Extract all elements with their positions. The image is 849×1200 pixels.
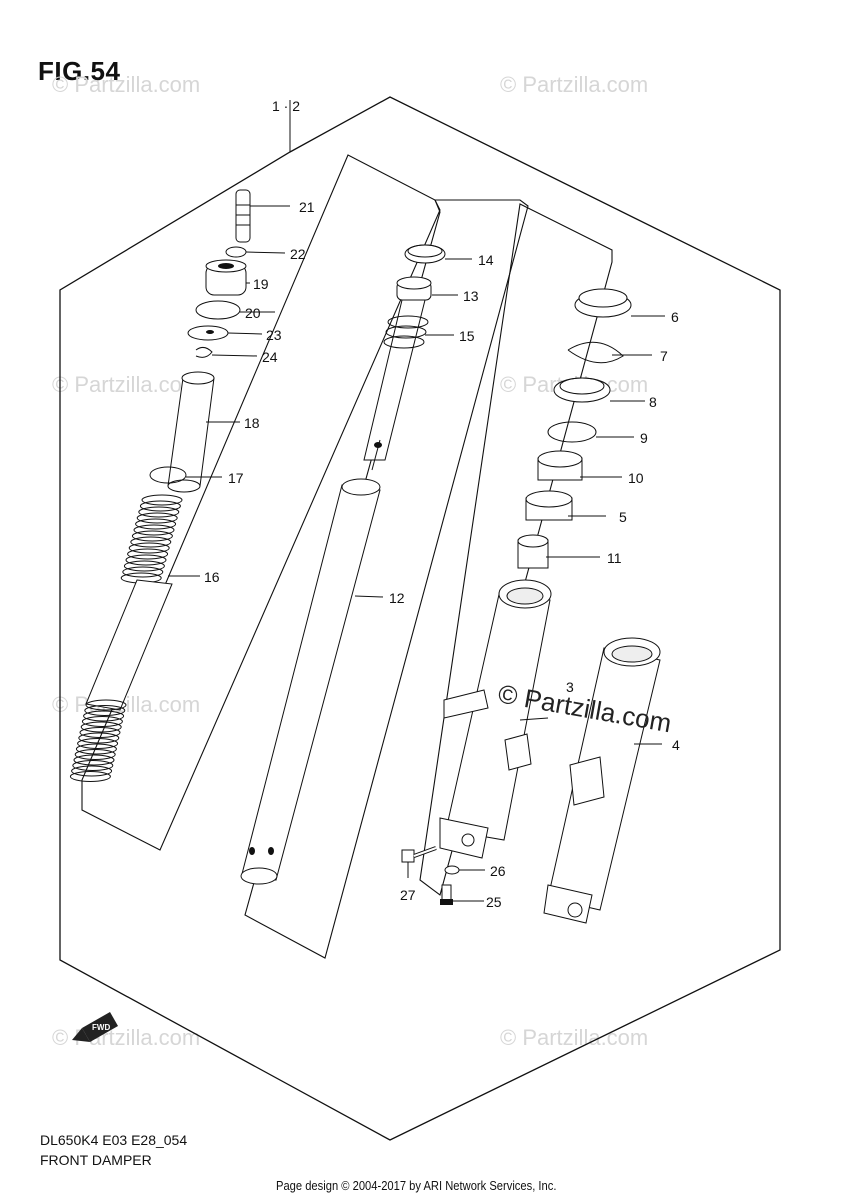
callout-15: 15 [459,328,475,344]
outer-tube-outline [419,203,613,896]
spring-coil [128,542,170,554]
spring-coil [69,771,111,782]
callout-18: 18 [244,415,260,431]
diagram-name: FRONT DAMPER [40,1152,152,1168]
part-19-cap-bolt [205,259,250,296]
copyright-notice: Page design © 2004-2017 by ARI Network S… [276,1178,557,1193]
fwd-direction-badge: FWD [72,1012,118,1042]
part-23-washer [187,325,263,341]
callout-24: 24 [262,349,278,365]
spring-coil [125,554,167,566]
spring-coil [73,754,115,766]
part-3-outer-tube [439,579,552,859]
part-15-rebound-spring [383,315,454,349]
part-5-slide-bushing [525,490,606,521]
part-13-bushing [396,276,458,301]
callout-13: 13 [463,288,479,304]
callout-21: 21 [299,199,315,215]
part-14-ring [404,244,472,264]
spring-coil [138,506,180,518]
watermark-text: © Partzilla.com [500,1025,648,1050]
callout-23: 23 [266,327,282,343]
callout-6: 6 [671,309,679,325]
watermark-text: © Partzilla.com [52,72,200,97]
spring-assembly-outline [81,154,441,851]
watermark-text: © Partzilla.com [52,372,200,397]
part-11-oil-lock-piece [517,534,600,569]
spring-coil [84,705,126,716]
part-24-clip [195,346,258,358]
watermark-text: © Partzilla.com [500,72,648,97]
spring-coil [78,732,120,744]
part-25-drain-bolt [440,884,484,905]
assembly-outline [59,96,781,1141]
callout-5: 5 [619,509,627,525]
part-21-adjuster [235,189,290,243]
spring-coil [135,518,177,530]
callout-26: 26 [490,863,506,879]
spring-coil [136,512,178,524]
callout-25: 25 [486,894,502,910]
model-code: DL650K4 E03 E28_054 [40,1132,188,1148]
spring-coil [141,494,183,506]
spring-body [85,579,173,711]
part-26-washer [444,865,485,875]
spring-coil [75,743,117,755]
callout-9: 9 [640,430,648,446]
callout-14: 14 [478,252,494,268]
callout-22: 22 [290,246,306,262]
inner-tube-outline [244,199,529,959]
fwd-label: FWD [92,1023,110,1032]
part-27-bolt [401,846,437,878]
callout-17: 17 [228,470,244,486]
callout-10: 10 [628,470,644,486]
callout-11: 11 [607,550,622,566]
part-18-spacer [167,371,240,493]
spring-coil [122,566,164,578]
spring-coil [123,560,165,572]
spring-coil [77,738,119,749]
callout-4: 4 [672,737,680,753]
callout-labels: 1 · 2 3 4 5 6 7 8 9 10 11 12 13 14 15 16… [204,98,680,910]
callout-16: 16 [204,569,220,585]
callout-1-2: 1 · 2 [272,98,300,114]
part-20-oring [195,300,275,320]
callout-7: 7 [660,348,668,364]
spring-coil [83,710,125,722]
spring-coil [74,749,116,760]
spring-coil [133,524,175,536]
part-22-oring [225,246,286,258]
callout-12: 12 [389,590,405,606]
spring-coil [85,699,127,711]
callout-20: 20 [245,305,261,321]
part-8-oil-seal [553,377,645,403]
callout-3: 3 [566,679,574,695]
part-6-dust-seal [574,288,665,318]
part-4-outer-tube [543,637,662,924]
spring-coil [81,716,123,727]
callout-8: 8 [649,394,657,410]
part-12-inner-tube [240,478,384,885]
part-7-stopper-ring [567,341,652,364]
spring-coil [72,760,114,771]
part-16-spring [69,494,183,782]
callout-27: 27 [400,887,416,903]
spring-coil [131,530,173,542]
part-10-guide-bushing [537,450,622,481]
spring-coil [127,548,169,560]
spring-coil [139,500,181,512]
figure-title: FIG.54 [38,56,121,86]
spring-coil [80,721,122,733]
callout-19: 19 [253,276,269,292]
spring-coil [79,727,121,738]
spring-coil [71,765,113,777]
part-9-washer [547,421,634,443]
part-17-washer [149,466,222,484]
spring-coil [130,536,172,548]
damper-rod [363,299,426,471]
